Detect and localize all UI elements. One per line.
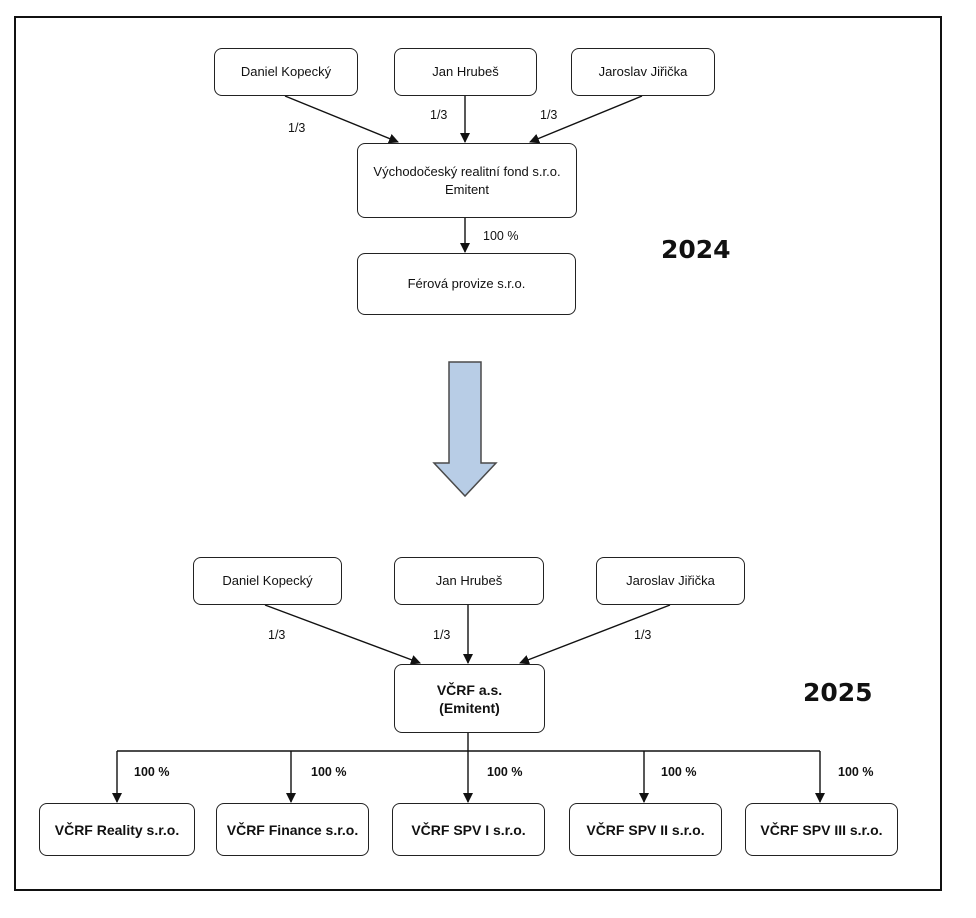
year-label-2025: 2025 bbox=[803, 678, 873, 707]
share-label-2025-sub-1: 100 % bbox=[134, 765, 170, 779]
node-2025-vcrf-finance: VČRF Finance s.r.o. bbox=[216, 803, 369, 856]
node-2025-vcrf-spv-ii: VČRF SPV II s.r.o. bbox=[569, 803, 722, 856]
node-label: VČRF SPV I s.r.o. bbox=[411, 821, 526, 838]
node-label: Daniel Kopecký bbox=[240, 64, 332, 79]
emitent-name: Východočeský realitní fond s.r.o. bbox=[373, 163, 561, 179]
node-2024-owner-jan-hrubes: Jan Hrubeš bbox=[394, 48, 537, 96]
node-2025-owner-jan-hrubes: Jan Hrubeš bbox=[394, 557, 544, 605]
node-2025-emitent: VČRF a.s. (Emitent) bbox=[394, 664, 545, 733]
edge-2024-owner-1 bbox=[284, 95, 399, 144]
node-label: VČRF Reality s.r.o. bbox=[54, 821, 180, 838]
emitent-role: (Emitent) bbox=[439, 699, 500, 716]
node-label: Jan Hrubeš bbox=[435, 573, 503, 588]
year-label-2024: 2024 bbox=[661, 235, 731, 264]
share-label-2025-sub-5: 100 % bbox=[838, 765, 874, 779]
node-label: Férová provize s.r.o. bbox=[407, 276, 526, 291]
share-label-2025-sub-4: 100 % bbox=[661, 765, 697, 779]
node-2025-vcrf-reality: VČRF Reality s.r.o. bbox=[39, 803, 195, 856]
transition-arrow bbox=[432, 361, 498, 498]
share-label-2024-subsidiary: 100 % bbox=[483, 229, 519, 243]
node-label: Jaroslav Jiřička bbox=[598, 64, 688, 79]
emitent-role: Emitent bbox=[444, 181, 490, 197]
node-2024-ferova-provize: Férová provize s.r.o. bbox=[357, 253, 576, 315]
share-label-2024-owner-3: 1/3 bbox=[540, 108, 558, 122]
edge-2025-owner-1 bbox=[264, 604, 421, 665]
node-2025-owner-daniel-kopecky: Daniel Kopecký bbox=[193, 557, 342, 605]
share-label-2025-owner-1: 1/3 bbox=[268, 628, 286, 642]
node-2025-vcrf-spv-iii: VČRF SPV III s.r.o. bbox=[745, 803, 898, 856]
node-label: VČRF Finance s.r.o. bbox=[226, 821, 359, 838]
share-label-2025-owner-2: 1/3 bbox=[433, 628, 451, 642]
node-label: Jan Hrubeš bbox=[432, 64, 499, 79]
node-2024-owner-daniel-kopecky: Daniel Kopecký bbox=[214, 48, 358, 96]
node-2024-emitent: Východočeský realitní fond s.r.o. Emiten… bbox=[357, 143, 577, 218]
share-label-2024-owner-1: 1/3 bbox=[288, 121, 306, 135]
node-label: VČRF SPV II s.r.o. bbox=[586, 821, 705, 838]
node-label: VČRF SPV III s.r.o. bbox=[760, 821, 883, 838]
share-label-2024-owner-2: 1/3 bbox=[430, 108, 448, 122]
emitent-name: VČRF a.s. bbox=[436, 681, 503, 698]
node-2025-vcrf-spv-i: VČRF SPV I s.r.o. bbox=[392, 803, 545, 856]
share-label-2025-sub-2: 100 % bbox=[311, 765, 347, 779]
share-label-2025-sub-3: 100 % bbox=[487, 765, 523, 779]
node-label: Jaroslav Jiřička bbox=[626, 573, 715, 588]
share-label-2025-owner-3: 1/3 bbox=[634, 628, 652, 642]
node-2024-owner-jaroslav-jiricka: Jaroslav Jiřička bbox=[571, 48, 715, 96]
edge-2024-owner-3 bbox=[529, 95, 643, 144]
node-label: Daniel Kopecký bbox=[222, 573, 313, 588]
node-2025-owner-jaroslav-jiricka: Jaroslav Jiřička bbox=[596, 557, 745, 605]
edge-2025-owner-3 bbox=[519, 604, 671, 665]
